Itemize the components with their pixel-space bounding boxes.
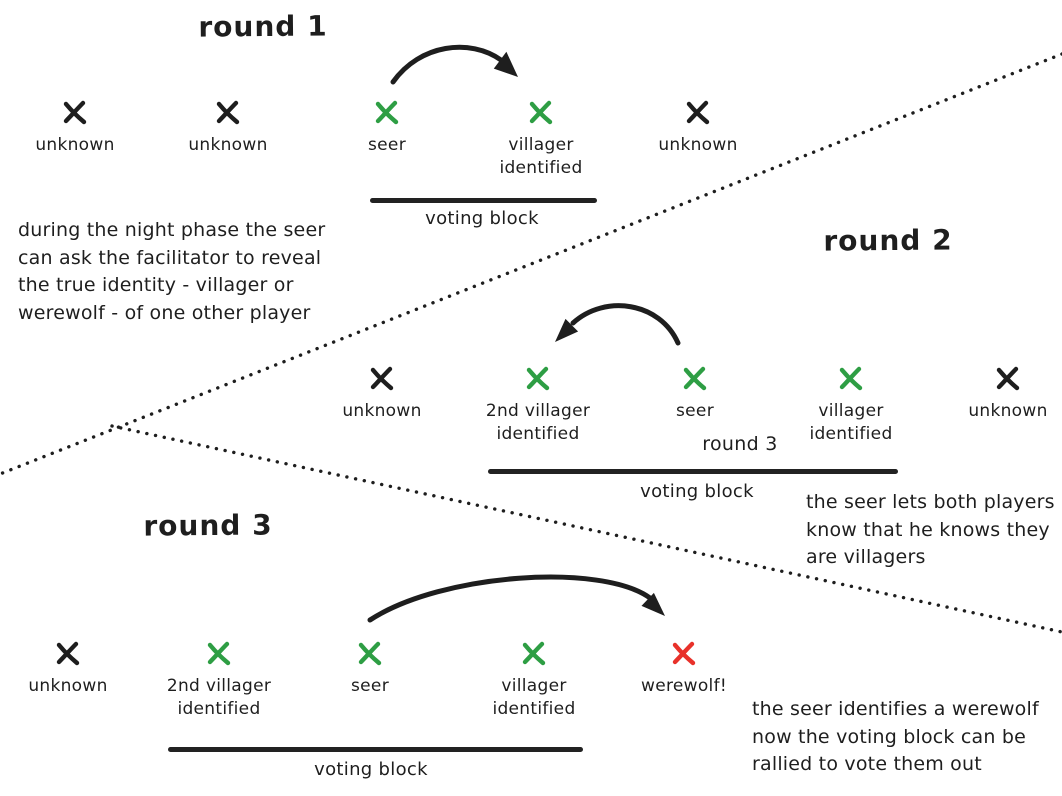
round-1-caption: during the night phase the seer can ask …	[18, 219, 326, 324]
player-villager-identified: villager identified	[776, 363, 926, 446]
round-2-caption: the seer lets both players know that he …	[806, 491, 1055, 568]
player-x-icon	[683, 366, 707, 391]
player-2nd-villager-identified: 2nd villager identified	[463, 363, 613, 446]
round-2-title: round 2	[823, 223, 953, 258]
arrow-curve	[367, 574, 653, 623]
player-werewolf: werewolf!	[609, 638, 759, 698]
player-x-icon	[686, 100, 710, 125]
arrow-curve	[390, 44, 504, 85]
player-seer: seer	[295, 638, 445, 698]
seer-reveal-arrow-round1	[390, 44, 518, 85]
player-label: 2nd villager identified	[166, 676, 272, 719]
player-seer: seer	[620, 363, 770, 423]
player-label: seer	[368, 135, 406, 155]
player-2nd-villager-identified: 2nd villager identified	[144, 638, 294, 721]
player-villager-identified: villager identified	[459, 638, 609, 721]
player-label: villager identified	[499, 135, 583, 178]
round-3-title: round 3	[143, 508, 273, 543]
player-x-icon	[529, 100, 553, 125]
player-unknown-1: unknown	[0, 638, 143, 698]
voting-block-label-round2: voting block	[640, 481, 754, 502]
voting-block-label-round3: voting block	[314, 759, 428, 780]
player-label: unknown	[968, 401, 1048, 421]
player-x-icon	[526, 366, 550, 391]
player-x-icon	[63, 100, 87, 125]
round-1-title: round 1	[198, 9, 328, 44]
player-seer: seer	[312, 97, 462, 157]
round-3-stray-label: round 3	[702, 433, 778, 455]
player-label: seer	[351, 676, 389, 696]
voting-block-label-round1: voting block	[425, 208, 539, 229]
voting-block-line-round2	[488, 469, 898, 474]
player-label: villager identified	[492, 676, 576, 719]
player-unknown-2: unknown	[933, 363, 1062, 423]
seer-reveal-arrow-round3	[367, 574, 665, 623]
dotted-divider-top	[0, 52, 1062, 476]
player-unknown-2: unknown	[153, 97, 303, 157]
round-3-caption: the seer identifies a werewolf now the v…	[752, 698, 1039, 775]
player-label: seer	[676, 401, 714, 421]
player-unknown-3: unknown	[623, 97, 773, 157]
arrow-head-icon	[493, 51, 518, 77]
player-x-icon	[207, 641, 231, 666]
player-label: unknown	[658, 135, 738, 155]
player-x-icon	[522, 641, 546, 666]
seer-reveal-arrow-round2	[555, 303, 681, 346]
player-label: werewolf!	[641, 676, 727, 696]
player-x-icon	[996, 366, 1020, 391]
player-label: 2nd villager identified	[485, 401, 591, 444]
player-villager-identified: villager identified	[466, 97, 616, 180]
player-label: villager identified	[809, 401, 893, 444]
player-x-icon	[216, 100, 240, 125]
player-unknown-1: unknown	[307, 363, 457, 423]
dotted-divider-bottom	[110, 424, 1062, 634]
player-x-icon	[672, 641, 696, 666]
player-x-icon	[56, 641, 80, 666]
voting-block-line-round3	[168, 747, 583, 752]
player-x-icon	[358, 641, 382, 666]
player-label: unknown	[342, 401, 422, 421]
arrow-curve	[570, 303, 681, 346]
player-label: unknown	[28, 676, 108, 696]
arrow-head-icon	[641, 592, 665, 616]
player-unknown-1: unknown	[0, 97, 150, 157]
player-label: unknown	[188, 135, 268, 155]
player-x-icon	[375, 100, 399, 125]
player-label: unknown	[35, 135, 115, 155]
arrow-head-icon	[555, 318, 579, 342]
player-x-icon	[839, 366, 863, 391]
player-x-icon	[370, 366, 394, 391]
voting-block-line-round1	[370, 198, 597, 203]
